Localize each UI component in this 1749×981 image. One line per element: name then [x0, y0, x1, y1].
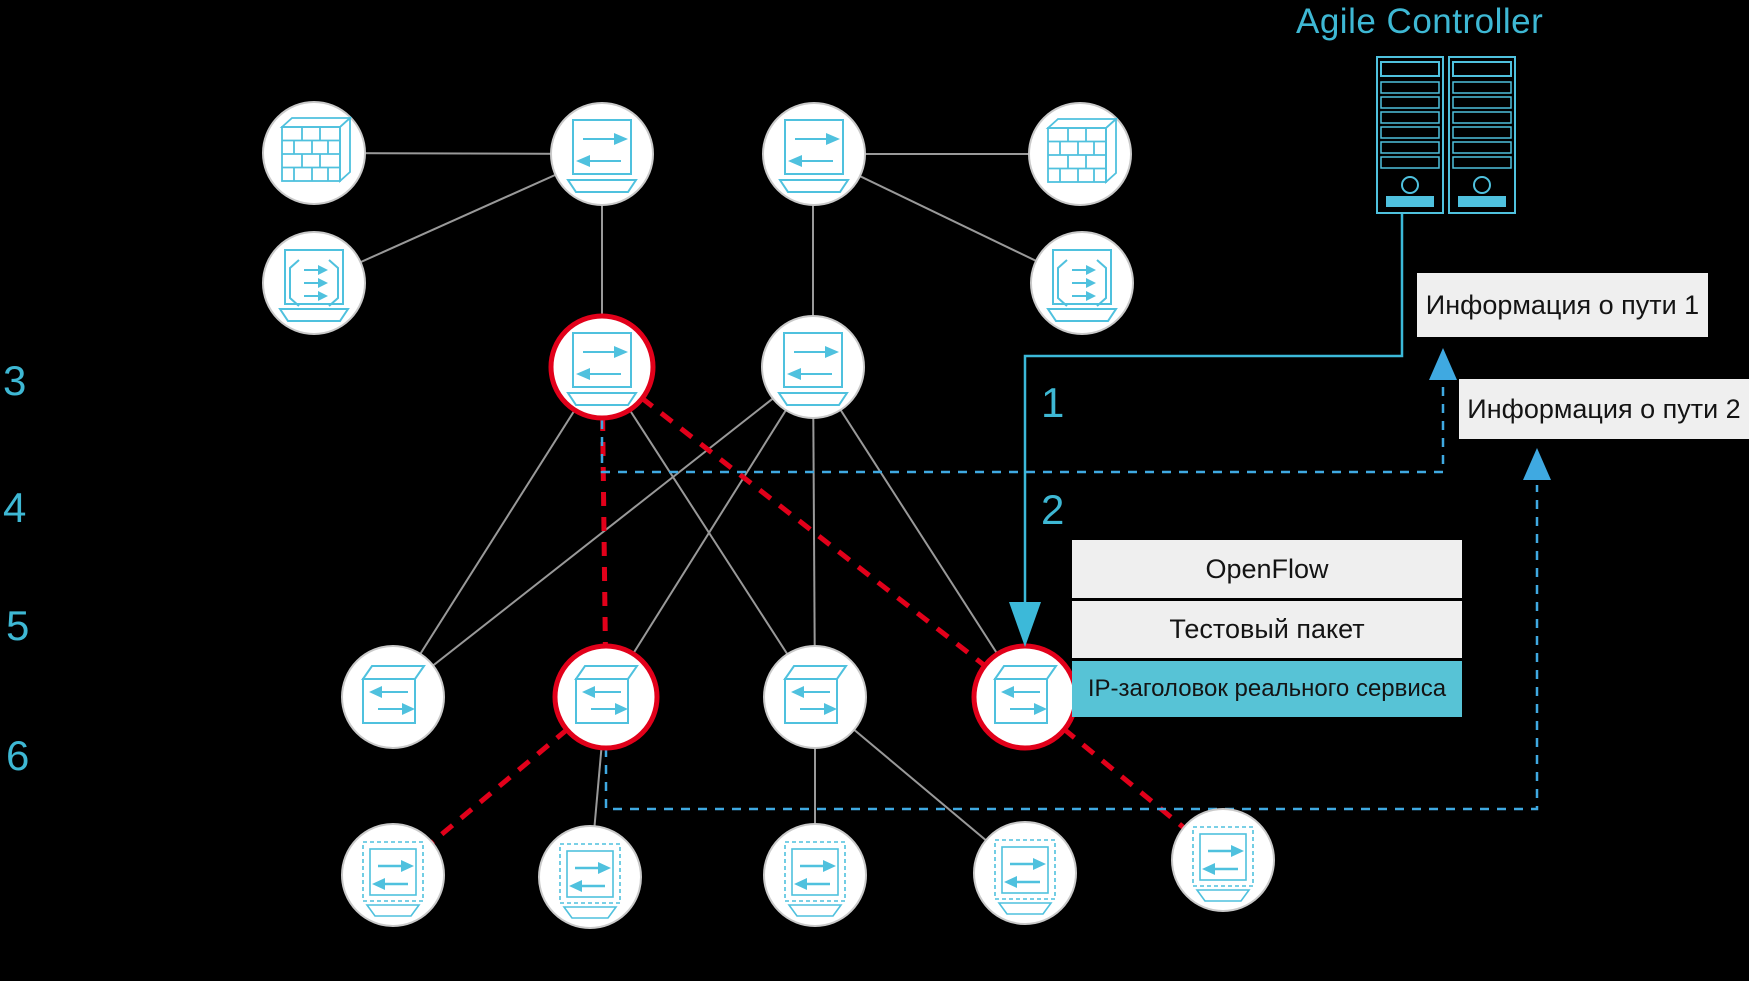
step-marker-6: 6: [6, 732, 30, 779]
rack-tower-right: [1448, 56, 1516, 214]
node-core-switch-2: [762, 102, 866, 206]
node-leaf-switch-1: [341, 645, 445, 749]
node-virtual-switch-4: [973, 821, 1077, 925]
link-spine1-leaf1: [392, 366, 603, 698]
node-leaf-switch-4: [971, 643, 1079, 751]
path2-arrowhead-icon: [1523, 448, 1551, 480]
path2-info-box: Информация о пути 2: [1459, 379, 1749, 439]
link-spine2-leaf1: [392, 366, 814, 698]
step-marker-1: 1: [1041, 379, 1065, 426]
controller-title: Agile Controller: [1296, 2, 1544, 41]
test-packet-arrowhead-icon: [1009, 602, 1041, 647]
node-core-switch-1: [550, 102, 654, 206]
step-marker-4: 4: [3, 484, 27, 531]
path1-info-box: Информация о пути 1: [1417, 273, 1708, 337]
gray-links: [313, 152, 1083, 878]
node-firewall-2: [1028, 102, 1132, 206]
packet-stack-row-ip-header: IP-заголовок реального сервиса: [1072, 661, 1462, 717]
step-marker-5: 5: [6, 602, 30, 649]
node-virtual-switch-3: [763, 823, 867, 927]
node-firewall-1: [262, 101, 366, 205]
packet-stack-row-openflow: OpenFlow: [1072, 540, 1462, 598]
node-virtual-switch-2: [538, 825, 642, 929]
node-spine-switch-1: [548, 313, 656, 421]
node-leaf-switch-2: [552, 643, 660, 751]
node-load-balancer-1: [262, 231, 366, 335]
link-spine2-leaf3: [812, 366, 816, 698]
node-leaf-switch-3: [763, 645, 867, 749]
rack-tower-left: [1376, 56, 1444, 214]
node-load-balancer-2: [1030, 231, 1134, 335]
link-spine2-leaf2: [605, 366, 814, 698]
node-spine-switch-2: [761, 315, 865, 419]
node-virtual-switch-5: [1171, 808, 1275, 912]
node-virtual-switch-1: [341, 823, 445, 927]
path1-report-line: [600, 385, 1445, 474]
packet-stack: OpenFlow Тестовый пакет IP-заголовок реа…: [1072, 540, 1462, 717]
step-marker-3: 3: [3, 357, 27, 404]
link-switch1-loadbalancer1: [313, 153, 603, 284]
controller-test-packet-link: [1023, 213, 1404, 602]
path1-arrowhead-icon: [1429, 348, 1457, 380]
nodes-layer: [262, 101, 1275, 929]
link-spine2-leaf4: [812, 366, 1026, 698]
packet-stack-row-test-packet: Тестовый пакет: [1072, 601, 1462, 658]
step-marker-2: 2: [1041, 486, 1065, 533]
server-rack-icon: [1376, 56, 1516, 214]
